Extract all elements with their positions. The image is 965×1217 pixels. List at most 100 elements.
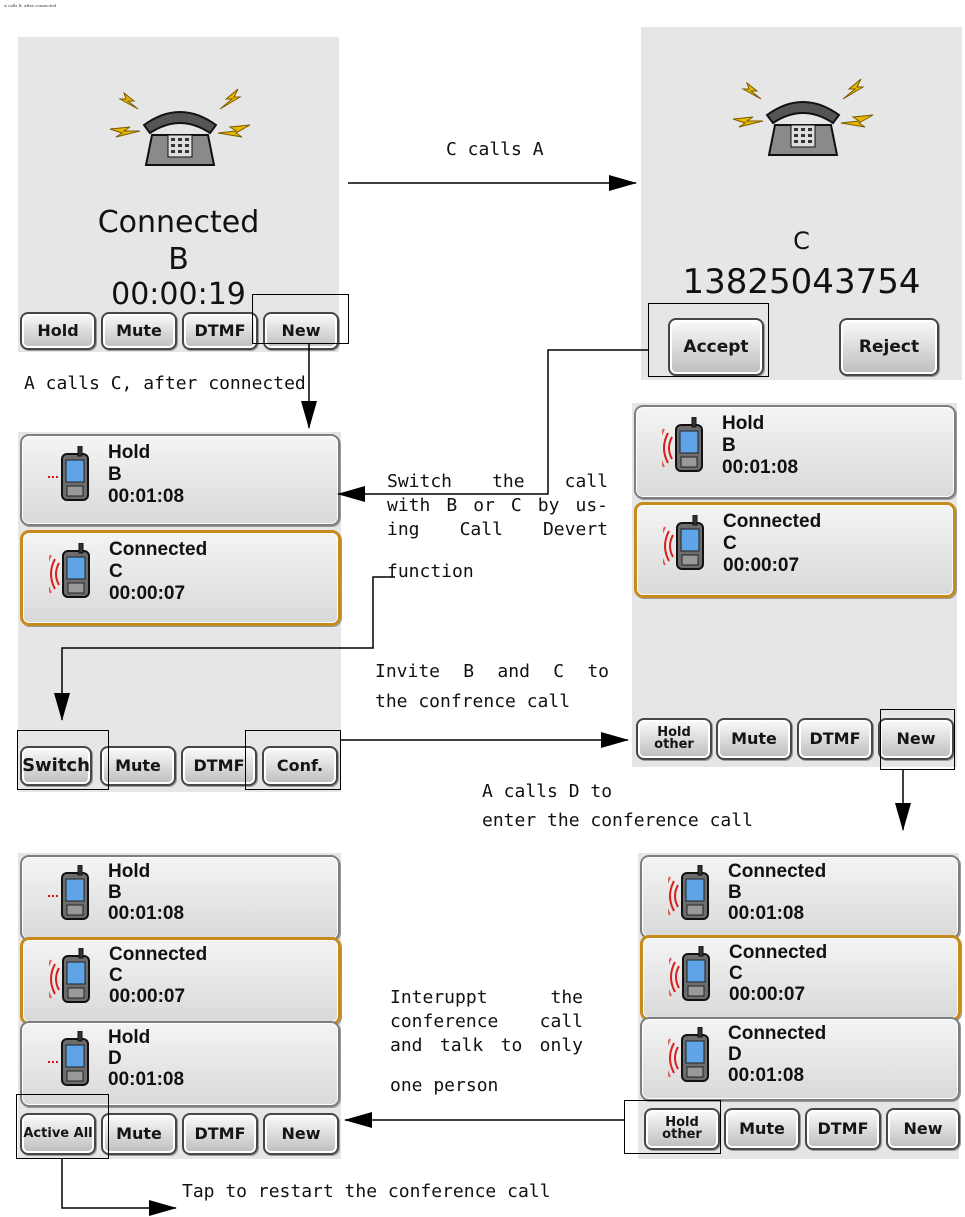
mobile-phone-hold-icon [48, 446, 89, 501]
call-status: Connected [728, 861, 827, 882]
mobile-phone-active-icon [662, 417, 703, 472]
mobile-phone-active-icon [49, 948, 90, 1003]
call-name: C [723, 533, 737, 554]
call-card-connected-c[interactable]: Connected C 00:00:07 [634, 502, 956, 598]
note-switch-line-1: Switch the call [387, 471, 608, 492]
hold-button[interactable]: Hold [20, 312, 96, 350]
call-card-connected-c[interactable]: Connected C 00:00:07 [640, 935, 961, 1021]
new-call-button[interactable]: New [878, 718, 954, 760]
note-switch-line-4: function [387, 561, 474, 582]
call-card-hold-b[interactable]: Hold B 00:01:08 [20, 434, 340, 526]
call-card-hold-b[interactable]: Hold B 00:01:08 [634, 405, 956, 499]
call-name: B [728, 882, 742, 903]
dtmf-button[interactable]: DTMF [805, 1108, 881, 1150]
hold-other-button[interactable]: Hold other [644, 1108, 720, 1150]
call-time: 00:00:07 [723, 555, 800, 576]
call-name: C [109, 965, 123, 986]
highlight-hold-other-button [624, 1100, 721, 1154]
call-time: 00:00:07 [109, 583, 186, 604]
call-name: B [108, 882, 122, 903]
mobile-phone-active-icon [669, 946, 710, 1001]
mute-button[interactable]: Mute [724, 1108, 800, 1150]
call-card-hold-d[interactable]: Hold D 00:01:08 [20, 1021, 340, 1107]
switch-button[interactable]: Switch [20, 746, 92, 786]
note-interrupt: Interuppt the conference call and talk t… [390, 986, 583, 1058]
call-time: 00:01:08 [108, 486, 185, 507]
new-call-button[interactable]: New [263, 1113, 339, 1155]
mobile-phone-hold-icon [48, 865, 89, 920]
call-time: 00:00:07 [729, 984, 806, 1005]
mute-button[interactable]: Mute [100, 746, 176, 786]
highlight-new-button [880, 709, 955, 770]
mobile-phone-active-icon [668, 1027, 709, 1082]
note-interrupt-line-4: one person [390, 1075, 499, 1096]
note-invite-line-1: Invite B and C to [375, 661, 609, 682]
call-time: 00:01:08 [108, 1069, 185, 1090]
call-time: 00:01:08 [728, 903, 805, 924]
call-status: Connected [109, 944, 208, 965]
accept-button[interactable]: Accept [668, 318, 764, 376]
highlight-accept-button [648, 303, 769, 377]
call-time: 00:01:08 [722, 457, 799, 478]
mute-button[interactable]: Mute [716, 718, 792, 760]
caller-name: B [168, 242, 189, 277]
arrow-activeall-to-restart [61, 1159, 177, 1216]
mobile-phone-hold-icon [48, 1031, 89, 1086]
note-invite: Invite B and C to [375, 660, 609, 684]
small-caption: A calls B, after connected [4, 3, 57, 8]
call-timer: 00:00:19 [111, 277, 246, 312]
call-status: Hold [108, 861, 151, 882]
mute-button[interactable]: Mute [101, 312, 177, 350]
highlight-active-all-button [16, 1094, 109, 1159]
note-interrupt-line-2: conference call [390, 1011, 583, 1032]
call-name: D [728, 1044, 742, 1065]
caller-name: C [793, 227, 810, 255]
conference-button[interactable]: Conf. [262, 746, 338, 786]
active-all-button[interactable]: Active All [20, 1113, 96, 1155]
screen-connected-b: Connected B 00:00:19 [18, 37, 339, 352]
note-calls-d-line-1: A calls D to [482, 781, 613, 802]
call-card-connected-c[interactable]: Connected C 00:00:07 [20, 937, 341, 1025]
new-call-button[interactable]: New [886, 1108, 960, 1150]
call-status: Connected [729, 942, 828, 963]
call-status: Connected [97, 205, 260, 240]
highlight-new-button [252, 294, 349, 344]
dtmf-button[interactable]: DTMF [182, 312, 258, 350]
caller-number: 13825043754 [682, 262, 921, 302]
mobile-phone-active-icon [663, 515, 704, 570]
call-card-connected-c[interactable]: Connected C 00:00:07 [20, 530, 341, 626]
note-interrupt-line-3: and talk to only [390, 1035, 583, 1056]
mute-button[interactable]: Mute [101, 1113, 177, 1155]
note-restart: Tap to restart the conference call [182, 1181, 551, 1202]
hold-other-button[interactable]: Hold other [636, 718, 712, 760]
mobile-phone-active-icon [49, 543, 90, 598]
call-status: Connected [728, 1023, 827, 1044]
dtmf-button[interactable]: DTMF [182, 1113, 258, 1155]
call-time: 00:00:07 [109, 986, 186, 1007]
call-name: B [108, 464, 122, 485]
note-switch: Switch the call with B or C by us- ing C… [387, 470, 608, 542]
reject-button[interactable]: Reject [839, 318, 939, 376]
call-name: C [729, 963, 743, 984]
note-a-calls-c: A calls C, after connected [24, 373, 306, 394]
call-card-hold-b[interactable]: Hold B 00:01:08 [20, 855, 340, 941]
call-time: 00:01:08 [108, 903, 185, 924]
dtmf-button[interactable]: DTMF [181, 746, 257, 786]
call-card-connected-b[interactable]: Connected B 00:01:08 [640, 855, 960, 939]
note-switch-line-2: with B or C by us- [387, 495, 608, 516]
note-c-calls-a: C calls A [446, 139, 544, 160]
call-status: Connected [109, 539, 208, 560]
call-status: Hold [108, 442, 151, 463]
call-card-connected-d[interactable]: Connected D 00:01:08 [640, 1017, 960, 1101]
call-status: Connected [723, 511, 822, 532]
note-calls-d-line-2: enter the conference call [482, 810, 753, 831]
mobile-phone-active-icon [668, 865, 709, 920]
highlight-conf-button [245, 730, 341, 790]
call-name: C [109, 561, 123, 582]
call-status: Hold [108, 1027, 151, 1048]
highlight-switch-button [17, 730, 109, 790]
dtmf-button[interactable]: DTMF [797, 718, 873, 760]
call-status: Hold [722, 413, 765, 434]
note-invite-line-2: the confrence call [375, 691, 571, 712]
ringing-desk-phone-icon [732, 78, 874, 156]
